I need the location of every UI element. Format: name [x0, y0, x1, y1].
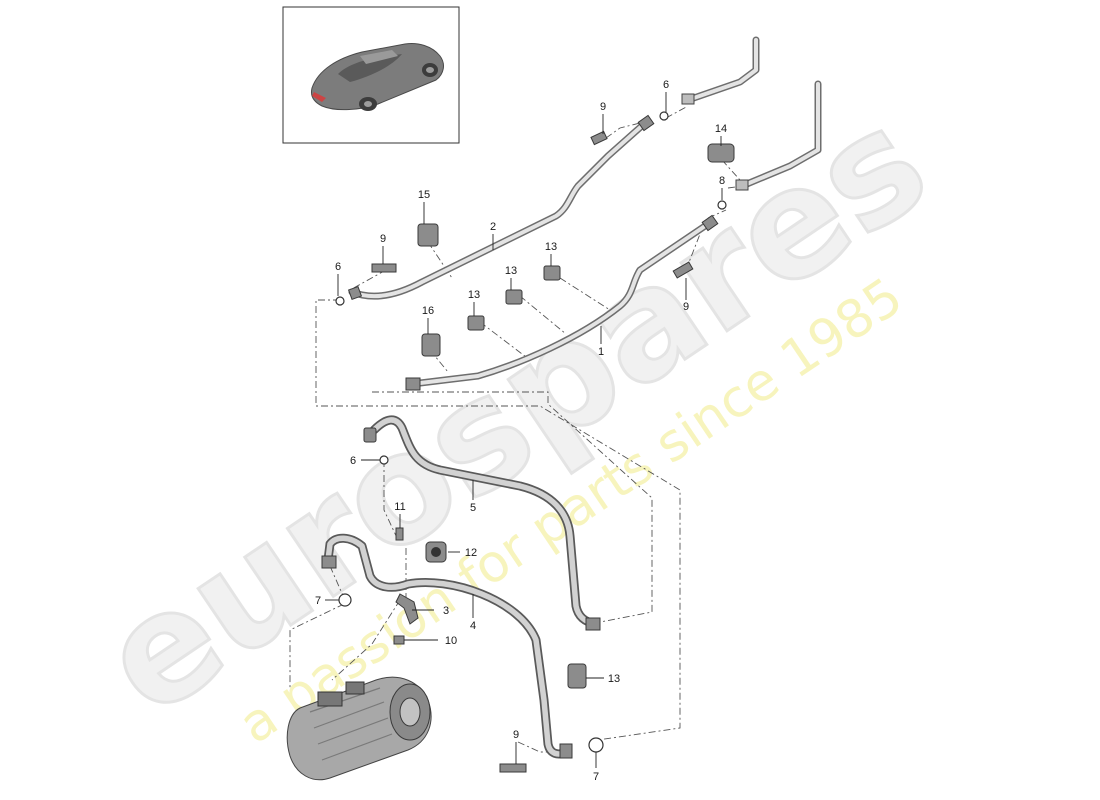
bracket-3-icon: [395, 593, 419, 625]
o-ring-8-icon: [717, 200, 727, 210]
clip-13-icon: [567, 663, 587, 689]
callout-labels: 9 6 14 8 15 2 9 6 13 13 13 16 9 1 6 5 11…: [315, 79, 727, 783]
callout-10: 10: [445, 635, 457, 647]
bolt-9-icon: [371, 263, 397, 273]
callout-6: 6: [663, 79, 669, 91]
leader-lines: [325, 92, 723, 768]
callout-13: 13: [545, 241, 557, 253]
bracket-15-icon: [417, 223, 439, 247]
callout-14: 14: [715, 123, 727, 135]
bracket-16-icon: [421, 333, 441, 357]
bolt-10-icon: [393, 635, 405, 645]
vehicle-side-lines: [681, 36, 822, 191]
connection-lines: [289, 105, 743, 753]
callout-5: 5: [470, 502, 476, 514]
watermark: eurospares a passion for parts since 198…: [71, 74, 958, 756]
callout-13: 13: [468, 289, 480, 301]
o-ring-6-icon: [379, 455, 389, 465]
bolt-11-icon: [395, 527, 404, 541]
callout-9: 9: [380, 233, 386, 245]
o-ring-6-icon: [659, 111, 669, 121]
callout-16: 16: [422, 305, 434, 317]
callout-1: 1: [598, 346, 604, 358]
bolt-9-icon: [499, 763, 527, 773]
o-ring-7-icon: [588, 737, 604, 753]
callout-3: 3: [443, 605, 449, 617]
callout-6: 6: [350, 455, 356, 467]
callout-7: 7: [315, 595, 321, 607]
bolt-9-icon: [672, 261, 694, 279]
callout-13: 13: [608, 673, 620, 685]
clip-13-icon: [467, 315, 485, 331]
callout-11: 11: [394, 501, 405, 513]
car-icon: [311, 43, 444, 111]
callout-9: 9: [600, 101, 606, 113]
watermark-brand: eurospares: [73, 75, 957, 750]
o-ring-6-icon: [335, 296, 345, 306]
callout-9: 9: [513, 729, 519, 741]
o-ring-7-icon: [338, 593, 352, 607]
ac-hose-5: [363, 415, 601, 631]
sensor-14-icon: [707, 143, 735, 163]
bolt-9-icon: [590, 130, 608, 146]
callout-2: 2: [490, 221, 496, 233]
ac-pipe-2: [347, 114, 655, 301]
clip-13-icon: [543, 265, 561, 281]
callout-8: 8: [719, 175, 725, 187]
ac-compressor: [286, 676, 432, 781]
callout-12: 12: [465, 547, 477, 559]
callout-9: 9: [683, 301, 689, 313]
callout-6: 6: [335, 261, 341, 273]
clip-13-icon: [505, 289, 523, 305]
ac-pipe-1: [405, 214, 719, 391]
callout-13: 13: [505, 265, 517, 277]
ac-hose-4: [321, 533, 573, 759]
callout-4: 4: [470, 620, 476, 632]
callout-7: 7: [593, 771, 599, 783]
vehicle-thumbnail: [282, 6, 460, 144]
callout-15: 15: [418, 189, 430, 201]
